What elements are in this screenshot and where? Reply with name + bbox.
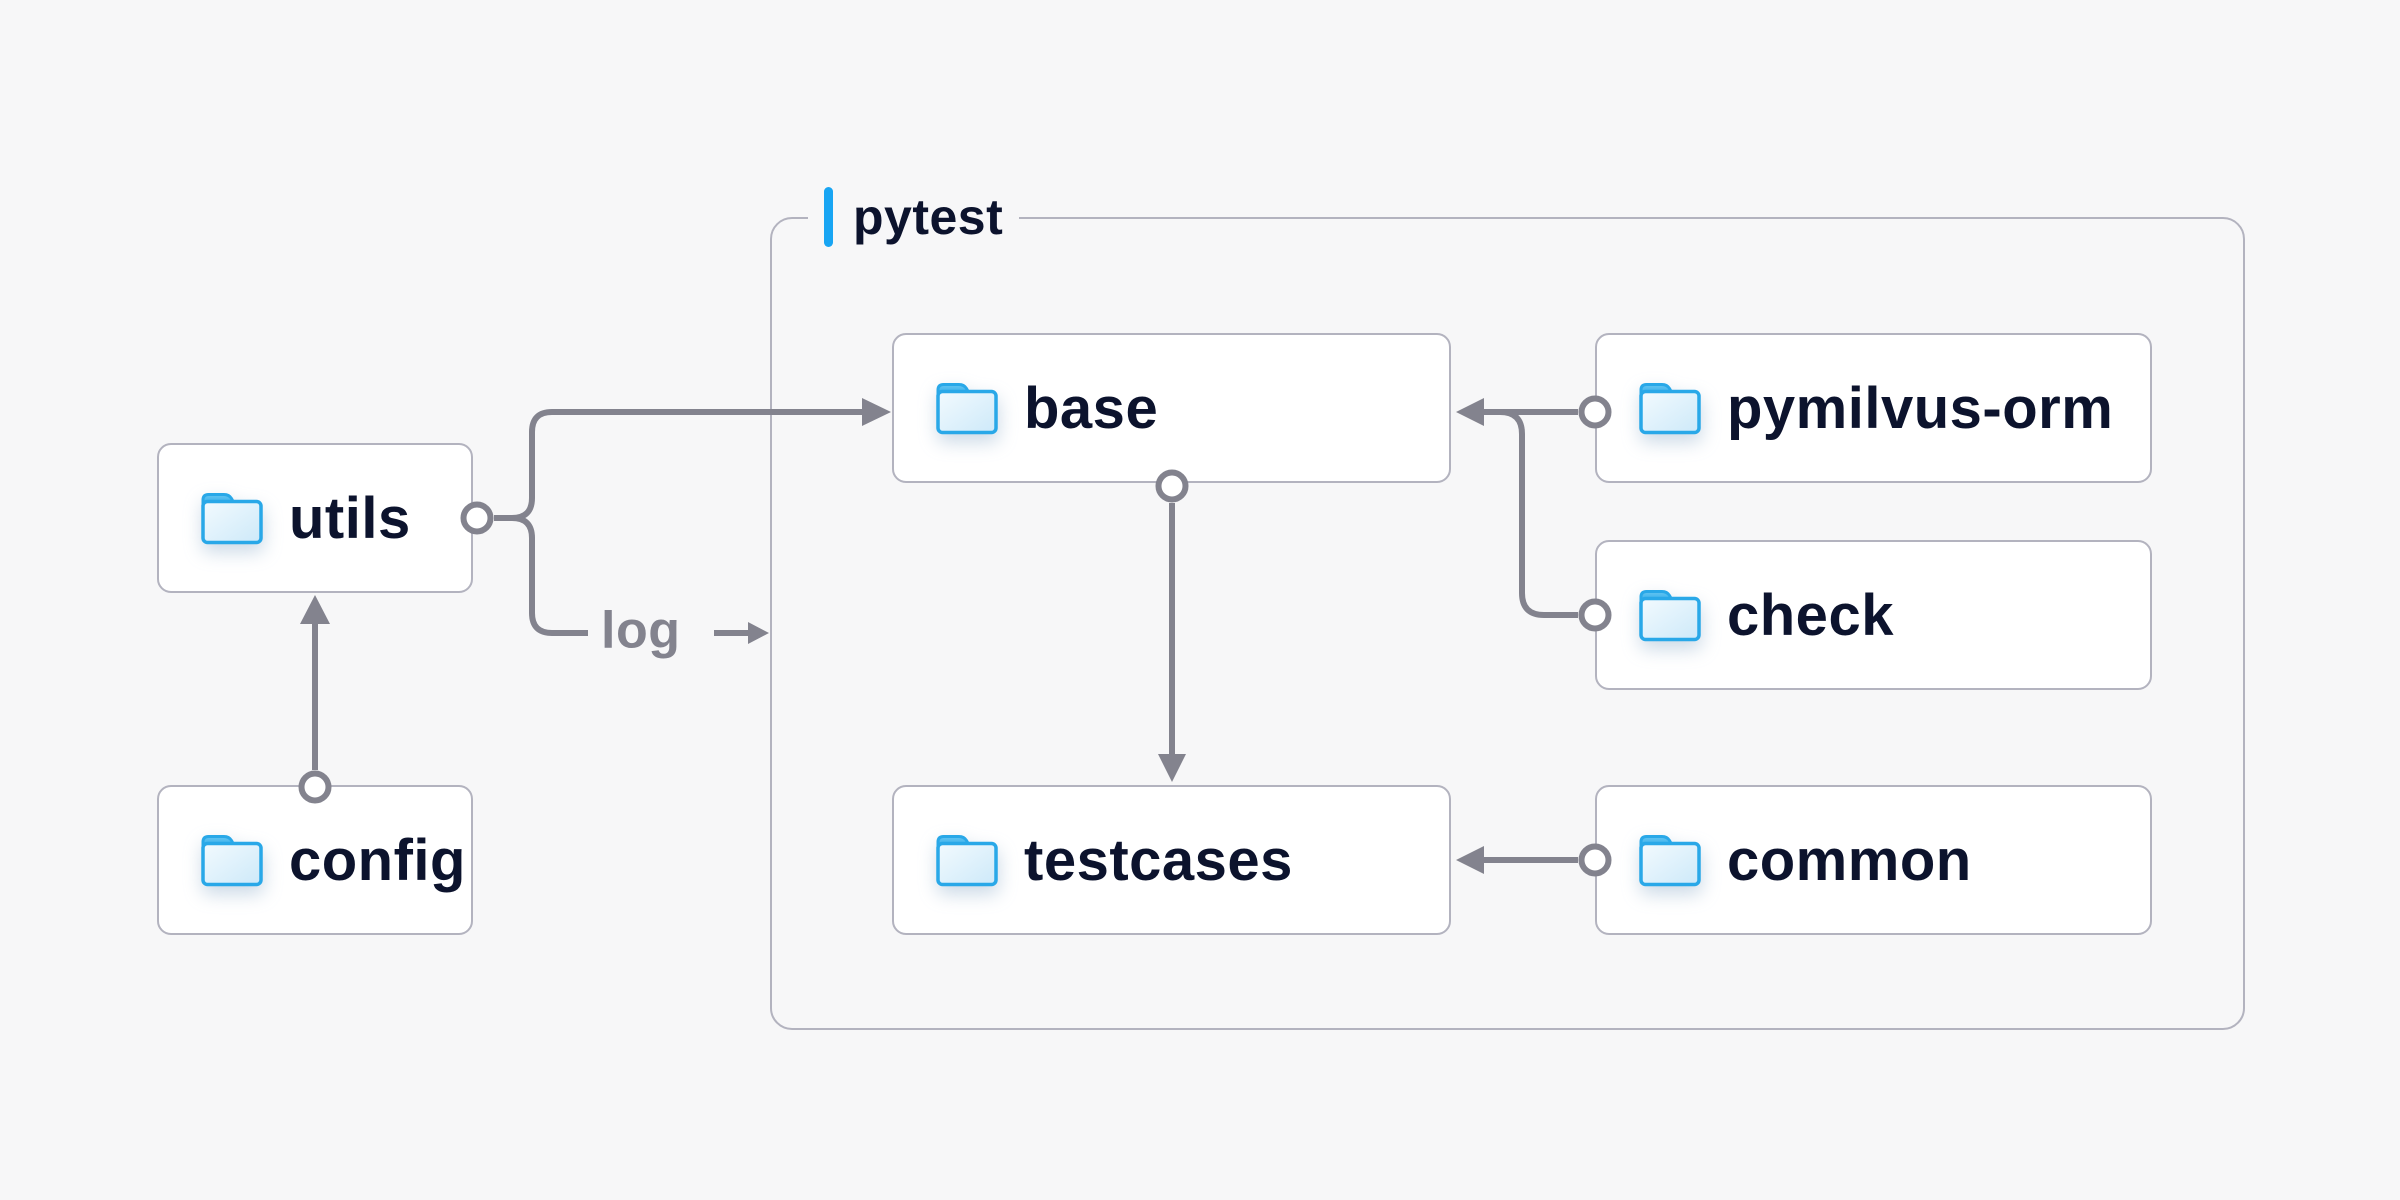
edge-label-log: log bbox=[601, 601, 681, 660]
node-label: config bbox=[289, 827, 466, 893]
arrowhead-log bbox=[748, 622, 769, 644]
node-config[interactable]: config bbox=[157, 785, 473, 935]
node-label: utils bbox=[289, 485, 411, 551]
node-label: pymilvus-orm bbox=[1727, 375, 2114, 441]
node-check[interactable]: check bbox=[1595, 540, 2152, 690]
folder-icon bbox=[199, 832, 265, 889]
node-pymilvus-orm[interactable]: pymilvus-orm bbox=[1595, 333, 2152, 483]
folder-icon bbox=[1637, 587, 1703, 644]
node-label: testcases bbox=[1024, 827, 1293, 893]
folder-icon bbox=[1637, 380, 1703, 437]
group-title: pytest bbox=[853, 189, 1004, 245]
accent-bar bbox=[824, 187, 833, 247]
node-utils[interactable]: utils bbox=[157, 443, 473, 593]
folder-icon bbox=[1637, 832, 1703, 889]
pytest-group-label: pytest bbox=[808, 186, 1020, 248]
folder-icon bbox=[934, 832, 1000, 889]
edge-utils-log bbox=[494, 515, 588, 636]
node-label: base bbox=[1024, 375, 1159, 441]
node-base[interactable]: base bbox=[892, 333, 1451, 483]
node-common[interactable]: common bbox=[1595, 785, 2152, 935]
folder-icon bbox=[199, 490, 265, 547]
arrowhead-into-utils bbox=[300, 595, 330, 624]
folder-icon bbox=[934, 380, 1000, 437]
pytest-group-container bbox=[770, 217, 2245, 1030]
node-testcases[interactable]: testcases bbox=[892, 785, 1451, 935]
node-label: check bbox=[1727, 582, 1894, 648]
node-label: common bbox=[1727, 827, 1972, 893]
